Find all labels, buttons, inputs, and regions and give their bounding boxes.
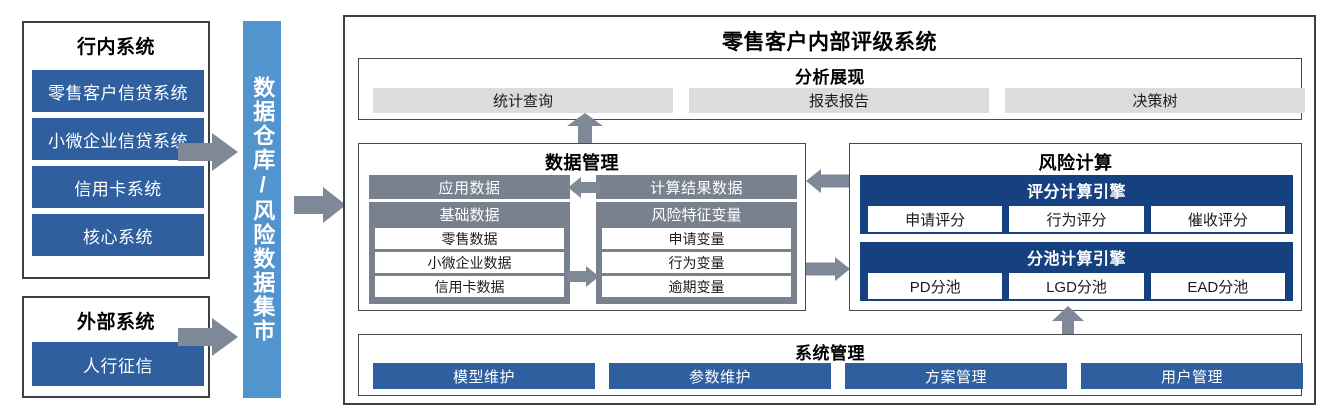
pooling-engine-cell-pd[interactable]: PD分池 [868, 273, 1003, 299]
pooling-engine-title: 分池计算引擎 [1026, 251, 1126, 268]
system-management-button-user[interactable]: 用户管理 [1081, 363, 1303, 389]
system-management-title: 系统管理 [795, 344, 865, 363]
internal-system-item-4[interactable]: 核心系统 [32, 214, 204, 256]
analysis-button-statistics[interactable]: 统计查询 [373, 88, 673, 113]
external-systems-box: 外部系统 人行征信 [22, 296, 210, 398]
arrow-left-icon-result-to-app [568, 177, 600, 198]
scoring-engine-band: 评分计算引擎 申请评分 行为评分 催收评分 [860, 175, 1293, 234]
risk-calculation-title: 风险计算 [1038, 153, 1113, 173]
arrow-right-icon-warehouse-to-main [294, 187, 346, 223]
data-management-box: 数据管理 应用数据 基础数据 零售数据 小微企业数据 信用卡数据 计算结果数据 … [358, 143, 806, 311]
internal-system-item-2[interactable]: 小微企业信贷系统 [32, 118, 204, 160]
analysis-section-title: 分析展现 [795, 68, 865, 87]
internal-system-item-1[interactable]: 零售客户信贷系统 [32, 70, 204, 112]
pooling-engine-cell-lgd[interactable]: LGD分池 [1009, 273, 1144, 299]
external-system-item-1[interactable]: 人行征信 [32, 342, 204, 386]
data-management-base-data-panel: 基础数据 零售数据 小微企业数据 信用卡数据 [369, 202, 570, 304]
arrow-left-icon-risk-to-datamgmt [806, 169, 850, 193]
scoring-engine-cell-application[interactable]: 申请评分 [868, 206, 1003, 232]
base-data-cell-sme[interactable]: 小微企业数据 [375, 252, 564, 273]
arrow-right-icon-datamgmt-to-risk [806, 257, 850, 281]
internal-systems-box: 行内系统 零售客户信贷系统 小微企业信贷系统 信用卡系统 核心系统 [22, 21, 210, 279]
data-management-title: 数据管理 [545, 153, 619, 173]
rating-system-title: 零售客户内部评级系统 [722, 31, 937, 54]
risk-feature-cell-behavior[interactable]: 行为变量 [602, 252, 791, 273]
base-data-cell-creditcard[interactable]: 信用卡数据 [375, 276, 564, 297]
scoring-engine-cell-behavior[interactable]: 行为评分 [1009, 206, 1144, 232]
pooling-engine-cell-ead[interactable]: EAD分池 [1150, 273, 1285, 299]
system-management-button-params[interactable]: 参数维护 [609, 363, 831, 389]
external-systems-title: 外部系统 [76, 312, 155, 333]
risk-feature-cell-overdue[interactable]: 逾期变量 [602, 276, 791, 297]
system-management-button-model[interactable]: 模型维护 [373, 363, 595, 389]
arrow-right-icon-external-to-warehouse [178, 318, 238, 356]
base-data-title: 基础数据 [439, 207, 500, 224]
data-warehouse-label: 数据仓库/风险数据集市 [250, 76, 276, 343]
data-warehouse-bar[interactable]: 数据仓库/风险数据集市 [243, 21, 281, 398]
base-data-cell-retail[interactable]: 零售数据 [375, 228, 564, 249]
data-management-app-data-bar[interactable]: 应用数据 [369, 175, 570, 199]
scoring-engine-title: 评分计算引擎 [1026, 184, 1126, 201]
system-management-box: 系统管理 模型维护 参数维护 方案管理 用户管理 [358, 334, 1303, 396]
analysis-section-box: 分析展现 统计查询 报表报告 决策树 [358, 58, 1305, 120]
analysis-button-reports[interactable]: 报表报告 [689, 88, 989, 113]
risk-feature-title: 风险特征变量 [651, 207, 742, 224]
arrow-up-icon-sysmgmt-to-risk [1052, 306, 1084, 338]
system-management-button-scheme[interactable]: 方案管理 [845, 363, 1067, 389]
analysis-button-decision-tree[interactable]: 决策树 [1005, 88, 1305, 113]
risk-feature-cell-application[interactable]: 申请变量 [602, 228, 791, 249]
rating-system-panel: 零售客户内部评级系统 分析展现 统计查询 报表报告 决策树 数据管理 应用数据 … [343, 15, 1316, 405]
data-management-result-data-bar[interactable]: 计算结果数据 [596, 175, 797, 199]
arrow-right-icon-internal-to-warehouse [178, 133, 238, 171]
scoring-engine-cell-collection[interactable]: 催收评分 [1150, 206, 1285, 232]
internal-systems-title: 行内系统 [76, 37, 155, 58]
data-management-risk-feature-panel: 风险特征变量 申请变量 行为变量 逾期变量 [596, 202, 797, 304]
risk-calculation-box: 风险计算 评分计算引擎 申请评分 行为评分 催收评分 分池计算引擎 PD分池 L… [849, 143, 1302, 311]
internal-system-item-3[interactable]: 信用卡系统 [32, 166, 204, 208]
pooling-engine-band: 分池计算引擎 PD分池 LGD分池 EAD分池 [860, 242, 1293, 301]
arrow-right-icon-base-to-feature [567, 266, 599, 287]
